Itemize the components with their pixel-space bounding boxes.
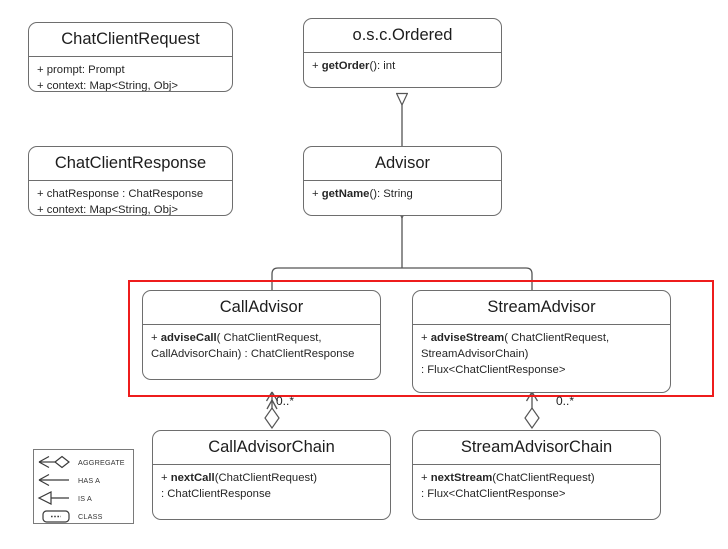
legend-label: AGGREGATE (78, 457, 125, 467)
class-separator (413, 323, 670, 325)
class-separator (143, 323, 380, 325)
class-title: CallAdvisorChain (208, 438, 335, 456)
class-members: + getOrder(): int (304, 53, 501, 80)
class-members: + nextStream(ChatClientRequest) : Flux<C… (413, 465, 660, 508)
legend-label: CLASS (78, 511, 103, 521)
legend: AGGREGATE HAS A IS A (33, 449, 134, 524)
is-a-arrow-icon (34, 491, 78, 505)
class-box-ordered[interactable]: o.s.c.Ordered + getOrder(): int (303, 18, 502, 88)
class-member: + getName(): String (312, 187, 413, 200)
class-members: + nextCall(ChatClientRequest) : ChatClie… (153, 465, 390, 508)
class-member: CallAdvisorChain) : ChatClientResponse (151, 347, 355, 360)
call-advisor-chain-multiplicity: 0..* (276, 394, 295, 408)
class-member: + context: Map<String, Obj> (37, 79, 178, 92)
class-member: + nextStream(ChatClientRequest) (421, 471, 595, 484)
legend-row-has-a: HAS A (34, 471, 133, 489)
legend-row-aggregate: AGGREGATE (34, 453, 133, 471)
class-separator (304, 179, 501, 181)
class-member: + context: Map<String, Obj> (37, 203, 178, 216)
class-member: + prompt: Prompt (37, 63, 125, 76)
class-title: StreamAdvisor (487, 298, 596, 316)
class-member: + adviseCall( ChatClientRequest, (151, 331, 322, 344)
class-title: StreamAdvisorChain (460, 438, 613, 456)
class-box-chat-client-response[interactable]: ChatClientResponse + chatResponse : Chat… (28, 146, 233, 216)
legend-label: HAS A (78, 475, 101, 485)
class-member: : Flux<ChatClientResponse> (421, 487, 566, 500)
class-separator (153, 463, 390, 465)
class-member: : Flux<ChatClientResponse> (421, 363, 566, 376)
aggregate-arrow-icon (34, 455, 78, 469)
class-title: Advisor (374, 154, 431, 172)
class-box-call-advisor-chain[interactable]: CallAdvisorChain + nextCall(ChatClientRe… (152, 430, 391, 520)
class-box-stream-advisor[interactable]: StreamAdvisor + adviseStream( ChatClient… (412, 290, 671, 393)
stream-advisor-chain-multiplicity: 0..* (556, 394, 575, 408)
class-box-icon (34, 509, 78, 524)
class-separator (413, 463, 660, 465)
class-box-advisor[interactable]: Advisor + getName(): String (303, 146, 502, 216)
class-member: + nextCall(ChatClientRequest) (161, 471, 318, 484)
class-title: ChatClientRequest (61, 30, 200, 48)
edge-stream-advisor-chain-aggregation (524, 391, 540, 430)
legend-row-is-a: IS A (34, 489, 133, 507)
class-separator (29, 55, 232, 57)
class-member: + chatResponse : ChatResponse (37, 187, 204, 200)
class-title: o.s.c.Ordered (352, 26, 453, 44)
has-a-arrow-icon (34, 473, 78, 487)
class-separator (29, 179, 232, 181)
class-member: + adviseStream( ChatClientRequest, (421, 331, 610, 344)
class-member: : ChatClientResponse (161, 487, 271, 500)
class-members: + prompt: Prompt + context: Map<String, … (29, 57, 232, 92)
class-box-stream-advisor-chain[interactable]: StreamAdvisorChain + nextStream(ChatClie… (412, 430, 661, 520)
legend-label: IS A (78, 493, 92, 503)
class-members: + getName(): String (304, 181, 501, 208)
class-box-call-advisor[interactable]: CallAdvisor + adviseCall( ChatClientRequ… (142, 290, 381, 380)
class-members: + adviseCall( ChatClientRequest, CallAdv… (143, 325, 380, 368)
legend-row-class: CLASS (34, 507, 133, 525)
class-member: + getOrder(): int (312, 59, 396, 72)
class-title: ChatClientResponse (54, 154, 207, 172)
class-members: + chatResponse : ChatResponse + context:… (29, 181, 232, 216)
class-member: StreamAdvisorChain) (421, 347, 529, 360)
class-box-chat-client-request[interactable]: ChatClientRequest + prompt: Prompt + con… (28, 22, 233, 92)
class-members: + adviseStream( ChatClientRequest, Strea… (413, 325, 670, 384)
class-separator (304, 51, 501, 53)
class-title: CallAdvisor (219, 298, 304, 316)
